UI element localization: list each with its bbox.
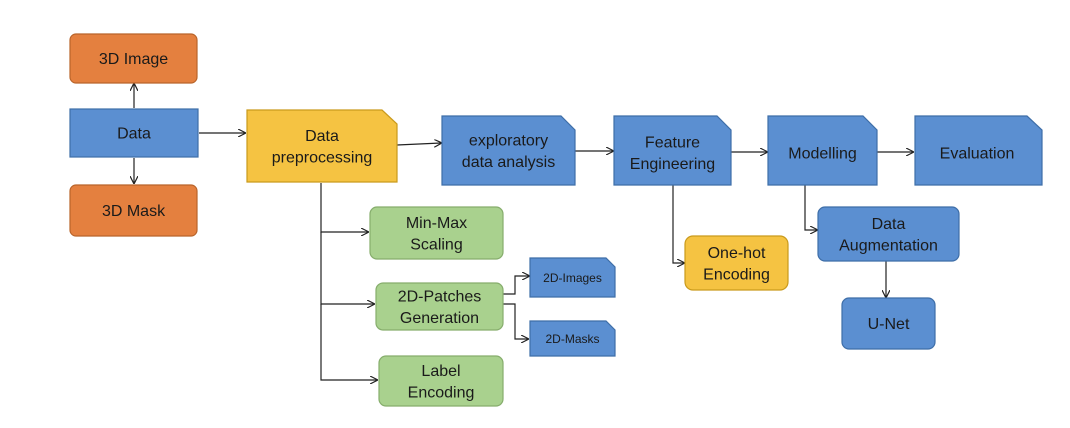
node-2d-patches-generation-label-line-1: 2D-Patches: [398, 288, 482, 305]
node-2d-images-label-line-1: 2D-Images: [543, 271, 602, 285]
node-min-max-scaling-label-line-1: Min-Max: [406, 215, 467, 232]
node-evaluation-label: Evaluation: [940, 146, 1015, 163]
node-2d-masks: [529, 320, 616, 357]
node-data-augmentation-label-line-1: Data: [872, 216, 906, 233]
node-evaluation-label-line-1: Evaluation: [940, 146, 1015, 163]
node-3d-image: [69, 33, 198, 84]
node-data-preprocessing-label: Data preprocessing: [272, 128, 373, 167]
node-one-hot-encoding: [684, 235, 789, 291]
node-feature-engineering-label-line-2: Engineering: [630, 156, 715, 173]
node-u-net: [841, 297, 936, 350]
arrow-preprocessing-to-eda: [396, 143, 441, 145]
arrow-patches-to-2d-images: [503, 276, 529, 295]
node-one-hot-encoding-label-line-2: Encoding: [703, 266, 770, 283]
node-label-encoding-label-line-1: Label: [421, 363, 460, 380]
node-data: [69, 108, 199, 158]
node-data-label-line-1: Data: [117, 126, 151, 143]
node-eda: [441, 115, 576, 186]
node-u-net-label-line-1: U-Net: [868, 316, 910, 333]
node-2d-images: [529, 257, 616, 298]
node-eda-label-line-2: data analysis: [462, 154, 555, 171]
arrow-modelling-to-augmentation: [804, 185, 817, 230]
node-label-encoding-label-line-2: Encoding: [408, 384, 475, 401]
arrow-feature-to-onehot: [672, 185, 684, 263]
node-modelling-label: Modelling: [788, 146, 856, 163]
node-eda-label-line-1: exploratory: [469, 132, 548, 149]
node-3d-mask: [69, 184, 198, 237]
node-u-net-label: U-Net: [868, 316, 910, 333]
node-2d-masks-label: 2D-Masks: [545, 332, 599, 346]
node-min-max-scaling-label-line-2: Scaling: [410, 236, 462, 253]
node-3d-mask-label-line-1: 3D Mask: [102, 203, 166, 220]
arrow-preprocessing-to-patches: [320, 232, 374, 304]
node-data-preprocessing-label-line-2: preprocessing: [272, 149, 373, 166]
node-data-label: Data: [117, 126, 151, 143]
node-feature-engineering: [613, 115, 732, 186]
node-2d-masks-label-line-1: 2D-Masks: [545, 332, 599, 346]
connectors: [134, 84, 913, 380]
node-evaluation: [914, 115, 1043, 186]
node-data-augmentation: [817, 206, 960, 262]
node-modelling: [767, 115, 878, 186]
node-modelling-label-line-1: Modelling: [788, 146, 856, 163]
node-2d-patches-generation: [375, 282, 504, 331]
node-data-augmentation-label-line-2: Augmentation: [839, 237, 938, 254]
node-2d-images-label: 2D-Images: [543, 271, 602, 285]
node-data-preprocessing: [246, 109, 398, 183]
node-eda-label: exploratory data analysis: [462, 132, 555, 171]
node-min-max-scaling: [369, 206, 504, 260]
node-3d-image-label-line-1: 3D Image: [99, 51, 168, 68]
node-3d-image-label: 3D Image: [99, 51, 168, 68]
node-3d-mask-label: 3D Mask: [102, 203, 166, 220]
node-2d-patches-generation-label-line-2: Generation: [400, 310, 479, 327]
node-one-hot-encoding-label-line-1: One-hot: [708, 245, 766, 262]
node-data-preprocessing-label-line-1: Data: [305, 128, 339, 145]
node-label-encoding: [378, 355, 504, 407]
arrow-preprocessing-to-minmax: [320, 183, 368, 232]
arrow-patches-to-2d-masks: [503, 303, 528, 339]
node-feature-engineering-label-line-1: Feature: [645, 134, 700, 151]
arrow-preprocessing-to-label-encoding: [320, 304, 377, 380]
